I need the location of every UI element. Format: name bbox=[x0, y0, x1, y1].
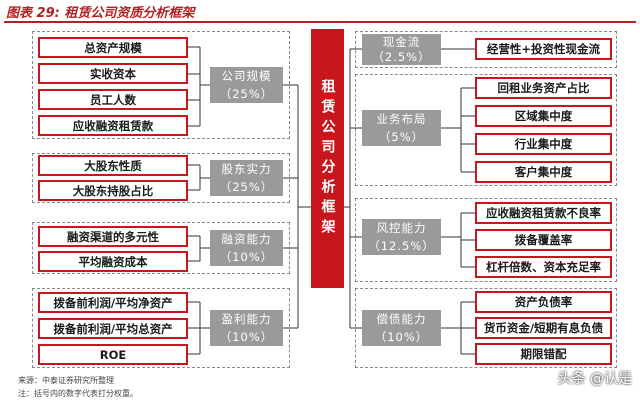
item-roe: ROE bbox=[38, 344, 188, 365]
item-leaseback-share: 回租业务资产占比 bbox=[475, 77, 612, 99]
item-avg-financing-cost: 平均融资成本 bbox=[38, 251, 188, 272]
title-divider bbox=[4, 21, 636, 23]
item-major-shareholder-stake: 大股东持股占比 bbox=[38, 180, 188, 201]
category-shareholder-strength: 股东实力 （25%） bbox=[210, 160, 283, 196]
category-label: 融资能力 bbox=[221, 232, 272, 246]
category-business-layout: 业务布局 （5%） bbox=[362, 110, 441, 146]
category-weight: （12.5%） bbox=[368, 239, 435, 253]
item-paid-in-capital: 实收资本 bbox=[38, 63, 188, 84]
category-weight: （25%） bbox=[219, 180, 274, 194]
right-group-business-layout bbox=[355, 74, 617, 186]
category-label: 公司规模 bbox=[221, 69, 272, 83]
framework-center-label: 租赁公司分析框架 bbox=[311, 29, 344, 288]
category-financing-ability: 融资能力 （10%） bbox=[210, 230, 283, 266]
category-weight: （2.5%） bbox=[372, 49, 431, 64]
category-label: 风控能力 bbox=[376, 221, 427, 235]
source-note: 来源：中泰证券研究所整理 bbox=[18, 376, 114, 385]
category-label: 业务布局 bbox=[376, 112, 427, 126]
item-cash-short-term-debt: 货币资金/短期有息负债 bbox=[475, 317, 612, 339]
category-label: 盈利能力 bbox=[221, 312, 272, 326]
item-major-shareholder-nature: 大股东性质 bbox=[38, 155, 188, 176]
item-maturity-mismatch: 期限错配 bbox=[475, 343, 612, 365]
category-weight: （10%） bbox=[219, 250, 274, 264]
category-company-scale: 公司规模 （25%） bbox=[210, 67, 283, 103]
right-group-solvency bbox=[355, 288, 617, 368]
category-weight: （10%） bbox=[219, 330, 274, 344]
left-group-financing-ability bbox=[32, 222, 290, 274]
figure-title: 图表 29: 租赁公司资质分析框架 bbox=[6, 6, 195, 21]
item-operating-investing-cash-flow: 经营性+投资性现金流 bbox=[475, 38, 612, 60]
category-label: 股东实力 bbox=[221, 162, 272, 176]
left-group-shareholder-strength bbox=[32, 153, 290, 203]
item-lease-receivables: 应收融资租赁款 bbox=[38, 115, 188, 136]
item-employee-count: 员工人数 bbox=[38, 89, 188, 110]
category-weight: （10%） bbox=[374, 330, 429, 344]
category-weight: （25%） bbox=[219, 87, 274, 101]
category-weight: （5%） bbox=[378, 130, 425, 144]
category-risk-control: 风控能力 （12.5%） bbox=[362, 219, 441, 255]
category-solvency: 偿债能力 （10%） bbox=[362, 310, 441, 346]
right-group-risk-control bbox=[355, 198, 617, 282]
item-leverage-capital-adequacy: 杠杆倍数、资本充足率 bbox=[475, 256, 612, 278]
item-financing-channel-diversity: 融资渠道的多元性 bbox=[38, 226, 188, 247]
item-regional-concentration: 区域集中度 bbox=[475, 105, 612, 127]
item-provision-coverage: 拨备覆盖率 bbox=[475, 229, 612, 251]
weight-note: 注：括号内的数字代表打分权重。 bbox=[18, 389, 138, 398]
item-industry-concentration: 行业集中度 bbox=[475, 133, 612, 155]
item-npl-ratio: 应收融资租赁款不良率 bbox=[475, 202, 612, 224]
left-group-profitability bbox=[32, 288, 290, 368]
category-cash-flow: 现金流 （2.5%） bbox=[362, 34, 441, 65]
item-total-assets: 总资产规模 bbox=[38, 37, 188, 58]
left-group-company-scale bbox=[32, 31, 290, 139]
category-label: 偿债能力 bbox=[376, 312, 427, 326]
right-group-cash-flow bbox=[355, 31, 617, 68]
item-ppop-avg-equity: 拨备前利润/平均净资产 bbox=[38, 292, 188, 313]
watermark: 头条 @认是 bbox=[557, 371, 632, 387]
item-customer-concentration: 客户集中度 bbox=[475, 161, 612, 183]
category-label: 现金流 bbox=[382, 34, 421, 49]
item-ppop-avg-assets: 拨备前利润/平均总资产 bbox=[38, 318, 188, 339]
category-profitability: 盈利能力 （10%） bbox=[210, 310, 283, 346]
item-debt-to-asset: 资产负债率 bbox=[475, 291, 612, 313]
